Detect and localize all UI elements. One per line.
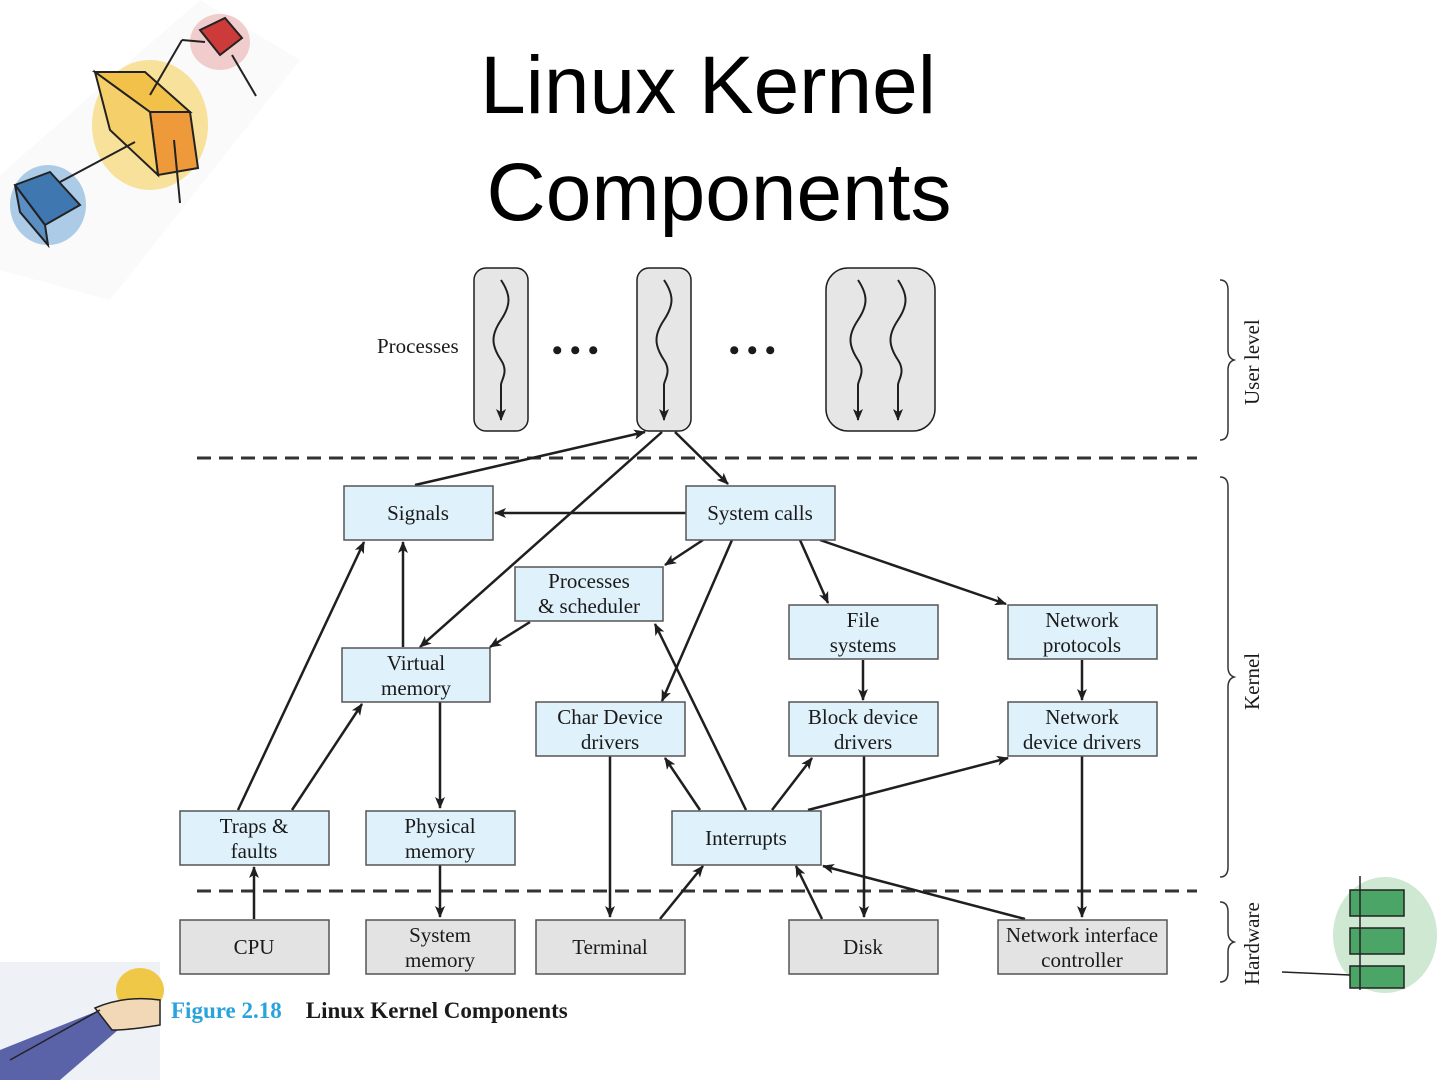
box-traps-faults-line1: Traps &	[220, 814, 289, 838]
box-traps-faults-line2: faults	[231, 839, 278, 863]
box-processes-scheduler-line1: Processes	[548, 569, 630, 593]
box-virtual-memory: Virtual memory	[341, 647, 491, 703]
box-signals-label: Signals	[387, 501, 449, 525]
box-interrupts: Interrupts	[671, 810, 822, 866]
box-processes-scheduler-line2: & scheduler	[538, 594, 640, 618]
box-physical-memory: Physical memory	[365, 810, 516, 866]
box-block-device-drivers: Block device drivers	[788, 701, 939, 757]
box-physical-memory-line1: Physical	[404, 814, 475, 838]
box-system-calls: System calls	[685, 485, 836, 541]
box-network-device-drivers: Network device drivers	[1007, 701, 1158, 757]
process-1	[473, 267, 529, 432]
box-cpu-label: CPU	[234, 935, 275, 959]
box-terminal: Terminal	[535, 919, 686, 975]
level-label-kernel: Kernel	[1240, 653, 1264, 710]
box-processes-scheduler: Processes & scheduler	[514, 566, 664, 622]
figure-number: Figure 2.18	[171, 998, 282, 1023]
box-physical-memory-line2: memory	[405, 839, 475, 863]
arrows	[236, 429, 1087, 921]
box-network-interface-controller: Network interface controller	[997, 919, 1168, 975]
slide-title-line-1: Linux Kernel	[480, 40, 936, 131]
box-file-systems-line1: File	[847, 608, 880, 632]
ellipsis-1: • • •	[552, 334, 599, 367]
slide-title-line-2: Components	[486, 147, 952, 238]
clipart-cubes-icon	[0, 0, 300, 300]
box-disk: Disk	[788, 919, 939, 975]
box-char-device-drivers-line1: Char Device	[557, 705, 663, 729]
box-system-memory: System memory	[365, 919, 516, 975]
box-interrupts-label: Interrupts	[705, 826, 787, 850]
box-terminal-label: Terminal	[572, 935, 648, 959]
box-network-protocols: Network protocols	[1007, 604, 1158, 660]
box-system-calls-label: System calls	[707, 501, 813, 525]
clipart-stack-icon	[1281, 876, 1437, 993]
level-label-user: User level	[1240, 319, 1264, 405]
box-network-device-drivers-line1: Network	[1045, 705, 1119, 729]
box-network-protocols-line2: protocols	[1043, 633, 1121, 657]
box-block-device-drivers-line2: drivers	[834, 730, 892, 754]
figure-title: Linux Kernel Components	[305, 998, 568, 1023]
box-network-device-drivers-line2: device drivers	[1023, 730, 1141, 754]
box-system-memory-line2: memory	[405, 948, 475, 972]
clipart-hand-icon	[0, 962, 164, 1080]
box-virtual-memory-line2: memory	[381, 676, 451, 700]
ellipsis-2: • • •	[729, 334, 776, 367]
box-nic-line2: controller	[1041, 948, 1123, 972]
process-3-multithreaded	[825, 267, 936, 432]
processes-label: Processes	[377, 334, 459, 358]
box-system-memory-line1: System	[409, 923, 471, 947]
box-char-device-drivers-line2: drivers	[581, 730, 639, 754]
box-virtual-memory-line1: Virtual	[387, 651, 445, 675]
box-network-protocols-line1: Network	[1045, 608, 1119, 632]
box-file-systems-line2: systems	[830, 633, 897, 657]
level-label-hardware: Hardware	[1240, 902, 1264, 985]
box-traps-faults: Traps & faults	[179, 810, 330, 866]
process-2	[636, 267, 692, 432]
box-cpu: CPU	[179, 919, 330, 975]
box-file-systems: File systems	[788, 604, 939, 660]
box-signals: Signals	[343, 485, 494, 541]
level-braces	[1219, 279, 1237, 983]
box-char-device-drivers: Char Device drivers	[535, 701, 686, 757]
box-block-device-drivers-line1: Block device	[808, 705, 918, 729]
box-disk-label: Disk	[843, 935, 883, 959]
box-nic-line1: Network interface	[1006, 923, 1158, 947]
figure-caption: Figure 2.18 Linux Kernel Components	[171, 998, 568, 1024]
